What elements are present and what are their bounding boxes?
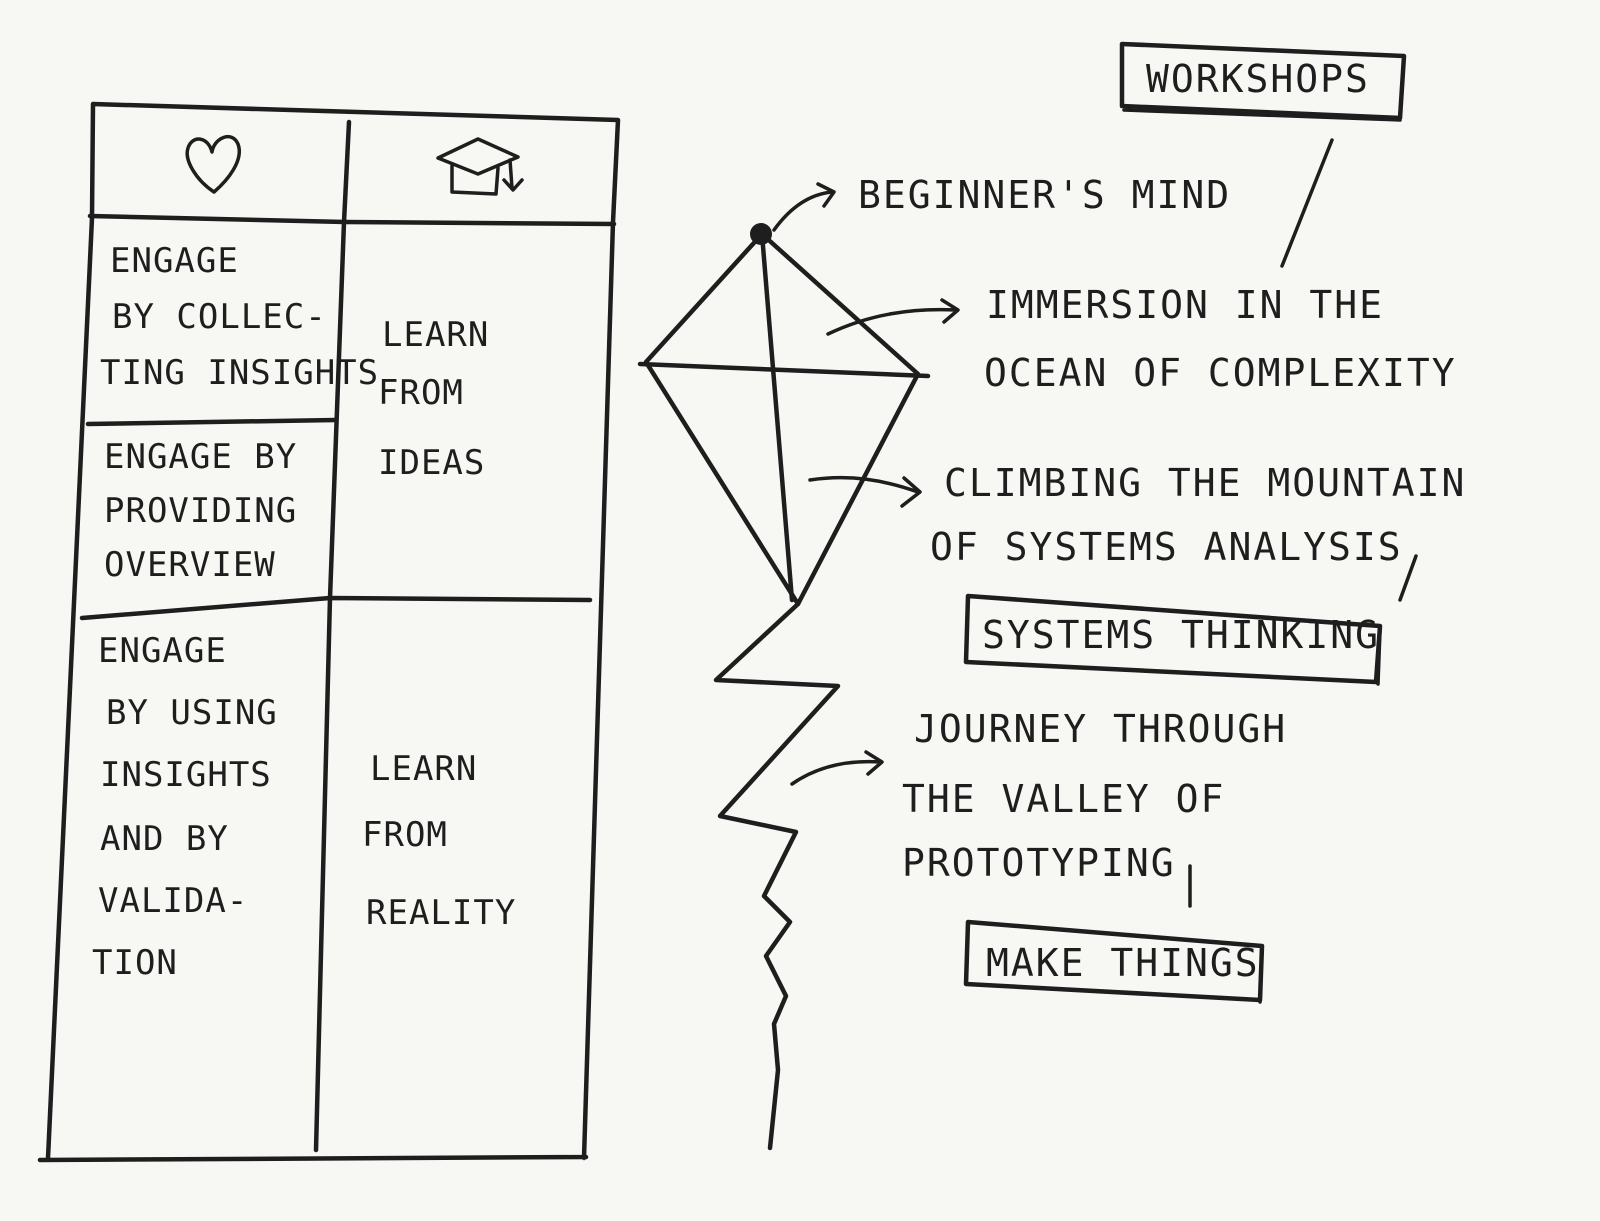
cell-learn-reality: LEARN FROM REALITY (362, 749, 516, 933)
cell-text-line: ENGAGE (110, 241, 239, 281)
connector-systems-thinking (1398, 554, 1418, 602)
label-climbing: CLIMBING THE MOUNTAIN OF SYSTEMS ANALYSI… (930, 461, 1466, 569)
box-label: SYSTEMS THINKING (982, 613, 1380, 657)
arrow-immersion (826, 298, 960, 336)
heart-icon (185, 134, 242, 194)
label-beginners-mind: BEGINNER'S MIND (858, 173, 1231, 217)
arrow-beginners-mind (772, 182, 836, 232)
label-line: CLIMBING THE MOUNTAIN (944, 461, 1466, 505)
cell-text-line: OVERVIEW (104, 545, 276, 585)
kite-cross-horizontal (637, 361, 931, 379)
box-make-things: MAKE THINGS (963, 919, 1265, 1004)
label-line: THE VALLEY OF (902, 777, 1225, 821)
kite-tail-string (713, 601, 841, 1151)
cell-learn-ideas: LEARN FROM IDEAS (378, 315, 489, 483)
cell-text-line: ENGAGE BY (104, 437, 297, 477)
table-row-divider-2 (79, 595, 593, 621)
cell-text-line: PROVIDING (104, 491, 297, 531)
kite-cross-vertical (759, 231, 795, 603)
table-outer-frame (37, 101, 621, 1163)
cell-text-line: ENGAGE (98, 631, 227, 671)
table-header-divider (87, 213, 617, 227)
box-label: WORKSHOPS (1146, 57, 1370, 101)
engage-learn-table (37, 101, 621, 1163)
label-line: OF SYSTEMS ANALYSIS (930, 525, 1403, 569)
cell-engage-overview: ENGAGE BY PROVIDING OVERVIEW (104, 437, 297, 585)
label-line: JOURNEY THROUGH (914, 707, 1287, 751)
cell-text-line: AND BY (100, 819, 229, 859)
arrow-journey (790, 750, 884, 786)
cell-text-line: TING INSIGHTS (100, 353, 379, 393)
cell-text-line: LEARN (382, 315, 489, 355)
label-journey: JOURNEY THROUGH THE VALLEY OF PROTOTYPIN… (902, 707, 1287, 885)
cell-text-line: BY COLLEC- (112, 297, 327, 337)
arrow-climbing (808, 475, 922, 508)
box-workshops: WORKSHOPS (1119, 41, 1407, 122)
label-line: PROTOTYPING (902, 841, 1176, 885)
kite-top-knot (750, 223, 772, 245)
kite-drawing (637, 223, 931, 1151)
cell-engage-using: ENGAGE BY USING INSIGHTS AND BY VALIDA- … (92, 631, 278, 983)
label-immersion: IMMERSION IN THE OCEAN OF COMPLEXITY (984, 283, 1457, 395)
label-line: OCEAN OF COMPLEXITY (984, 351, 1457, 395)
cell-engage-collect: ENGAGE BY COLLEC- TING INSIGHTS (100, 241, 379, 393)
table-column-divider (313, 119, 352, 1153)
graduation-cap-icon (436, 137, 524, 196)
cell-text-line: INSIGHTS (100, 755, 272, 795)
cell-text-line: TION (92, 943, 178, 983)
cell-text-line: LEARN (370, 749, 477, 789)
cell-text-line: FROM (378, 373, 464, 413)
connector-workshops (1280, 138, 1334, 268)
box-systems-thinking: SYSTEMS THINKING (963, 593, 1383, 686)
cell-text-line: FROM (362, 815, 448, 855)
cell-text-line: BY USING (106, 693, 278, 733)
label-line: IMMERSION IN THE (986, 283, 1384, 327)
cell-text-line: REALITY (366, 893, 516, 933)
cell-text-line: IDEAS (378, 443, 485, 483)
box-label: MAKE THINGS (986, 941, 1260, 985)
table-row-divider-1 (85, 417, 339, 427)
kite-outline (643, 231, 921, 607)
cell-text-line: VALIDA- (98, 881, 248, 921)
